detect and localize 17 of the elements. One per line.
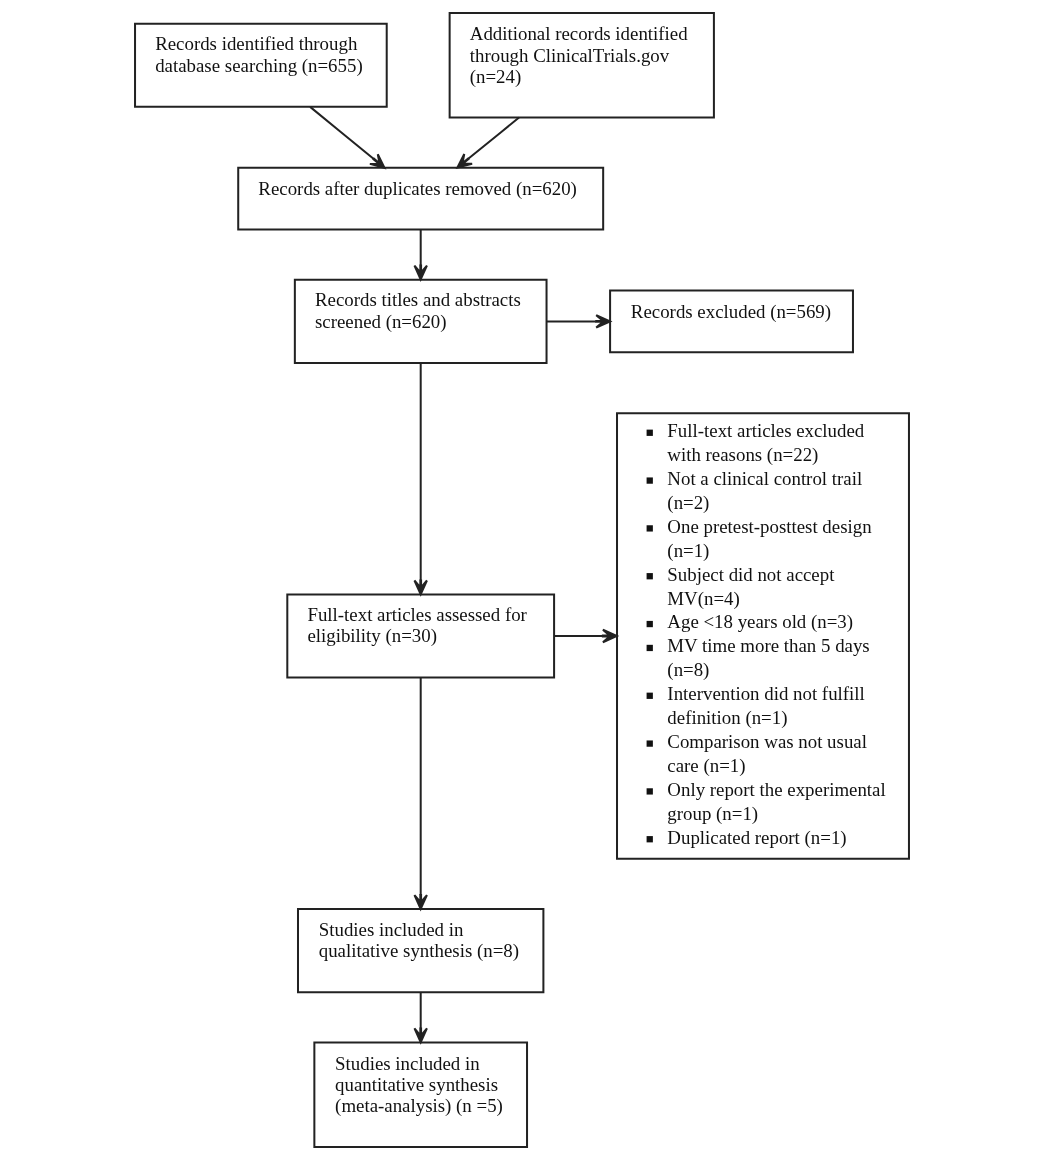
arrow	[309, 106, 386, 169]
node-box: Additional records identified through ClinicalTrials.gov (n=24)	[448, 12, 715, 119]
arrow	[412, 363, 428, 596]
node-box: Full-text articles assessed for eligibility (n=30)	[285, 593, 555, 679]
node-box: Full-text articles excluded with reasons (n=22) Not a clinical control trail (n=2) One pretest-posttest design (n=1) Subject did not accept MV(n=4) Age <18 years old (n=3) MV time more than 5 days (n=8) Intervention did not fulfill definition (n=1) Comparison was not usual care (n=1) Only report the experimental group (n=1) Duplicated report (n=1)	[615, 412, 910, 860]
node-box: Studies included in qualitative synthesis (n=8)	[296, 908, 544, 994]
node-box: Records excluded (n=569)	[608, 289, 854, 354]
node-box: Records titles and abstracts screened (n=620)	[293, 278, 548, 364]
arrow	[412, 992, 428, 1044]
arrow	[412, 229, 428, 281]
arrow	[553, 628, 618, 644]
arrow	[455, 116, 520, 169]
node-box: Records after duplicates removed (n=620)	[236, 166, 604, 231]
node-box: Studies included in quantitative synthesis (meta-analysis) (n =5)	[312, 1041, 528, 1148]
node-box: Records identified through database searching (n=655)	[133, 22, 388, 108]
arrow	[412, 677, 428, 910]
arrow	[546, 314, 611, 329]
